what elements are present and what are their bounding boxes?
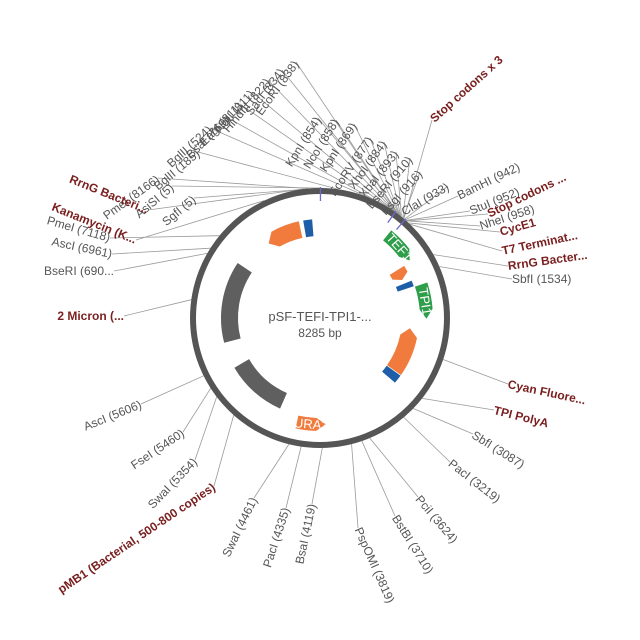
box-kanr-term [303, 219, 314, 238]
leader-line [213, 415, 235, 487]
site-label-asci-5606[interactable]: AscI (5606) [81, 398, 143, 434]
leader-line [403, 119, 433, 219]
feature-ura3-arrow [295, 415, 326, 431]
feature-label-pmb1-bacterial-500-800-copies[interactable]: pMB1 (Bacterial, 500-800 copies) [55, 480, 218, 596]
leader-line [402, 157, 411, 218]
feature-cyan-arrow [387, 328, 417, 375]
leader-line [403, 417, 451, 463]
site-label-bsai-4119[interactable]: BsaI (4119) [292, 503, 318, 566]
feature-tpi1-label: TPI1 [416, 287, 435, 316]
leader-line [140, 375, 204, 405]
feature-tpi1-arrow [414, 282, 433, 319]
site-markers [319, 186, 407, 230]
feature-label-stop-codons-x-3[interactable]: Stop codons x 3 [427, 53, 505, 126]
site-marker-2 [396, 218, 407, 230]
leader-line [433, 254, 509, 267]
site-label-paci-4335[interactable]: PacI (4335) [260, 506, 292, 569]
site-label-pcii-3624[interactable]: PciI (3624) [413, 493, 461, 546]
leader-line [113, 252, 208, 272]
leader-line [404, 185, 449, 220]
leader-line [413, 408, 474, 435]
leader-line [369, 437, 419, 498]
leader-line [227, 117, 392, 210]
site-label-swai-4461[interactable]: SwaI (4461) [219, 495, 260, 559]
leader-line [439, 266, 513, 280]
site-label-fsei-5460[interactable]: FseI (5460) [128, 426, 187, 472]
site-label-pspomi-3819[interactable]: PspOMI (3819) [352, 525, 398, 605]
leader-line [194, 396, 218, 461]
feature-label-tpi-polya[interactable]: TPI PolyA [492, 403, 550, 430]
leader-line [267, 79, 397, 213]
feature-rrngsmall-arrow [389, 265, 408, 281]
leader-line [351, 444, 359, 529]
leader-line [405, 195, 459, 221]
feature-label-2-micron[interactable]: 2 Micron (... [57, 309, 124, 323]
feature-tef1-label: TEF1 [383, 230, 415, 264]
plasmid-size: 8285 bp [298, 326, 342, 340]
leader-line [311, 447, 323, 505]
leader-line [135, 200, 265, 241]
leader-line [383, 141, 402, 217]
feature-tef1-arrow [383, 230, 410, 261]
leader-line [295, 61, 398, 214]
arc-pmb1 [234, 359, 287, 409]
site-label-bstbi-3710[interactable]: BstBI (3710) [389, 512, 436, 576]
leader-line [253, 444, 290, 499]
box-tpi-term [395, 280, 414, 292]
leader-line [239, 103, 396, 213]
leader-line [335, 119, 400, 215]
leader-line [182, 388, 212, 433]
leader-line [405, 210, 471, 221]
leader-line [147, 188, 304, 211]
leader-line [251, 91, 396, 213]
leader-line [317, 117, 399, 215]
leader-line [109, 235, 220, 239]
leader-line [157, 177, 309, 189]
leader-line [422, 397, 495, 411]
leader-line [395, 151, 402, 217]
feature-ura3-label: URA3 [293, 415, 329, 433]
feature-label-cyan-fluore[interactable]: Cyan Fluore... [507, 377, 588, 407]
plasmid-name: pSF-TEFI-TPI1-... [268, 309, 371, 324]
leader-line [406, 213, 489, 222]
site-label-paci-3219[interactable]: PacI (3219) [446, 456, 504, 505]
leader-line [369, 137, 401, 216]
leader-lines [109, 61, 513, 529]
site-marker-1 [387, 210, 397, 224]
box-tpi-polya [382, 365, 401, 383]
leader-line [410, 223, 503, 252]
leader-line [353, 123, 400, 216]
leader-line [111, 247, 211, 255]
feature-arcs [221, 263, 287, 409]
leader-line [285, 446, 302, 509]
site-label-sbfi-3087[interactable]: SbfI (3087) [469, 428, 527, 471]
site-label-bseri-690[interactable]: BseRI (690... [44, 264, 114, 278]
leader-line [209, 127, 371, 199]
site-label-sbfi-1534[interactable]: SbfI (1534) [512, 272, 571, 286]
feature-kanr-arrow [268, 221, 303, 247]
leader-line [197, 151, 339, 190]
leader-line [361, 440, 396, 517]
leader-line [123, 299, 192, 317]
leader-line [443, 359, 509, 385]
leader-line [406, 220, 481, 227]
arc-2micron [221, 263, 252, 343]
leader-line [408, 222, 501, 233]
